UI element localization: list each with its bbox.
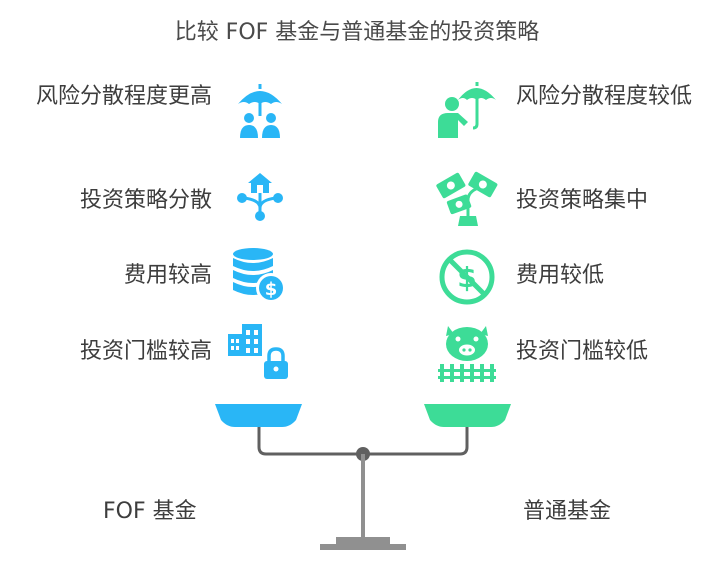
right-item-2: 投资策略集中 <box>516 188 649 213</box>
building-lock-icon <box>228 324 288 379</box>
right-fund-name: 普通基金 <box>523 499 612 524</box>
left-item-3: 费用较高 <box>123 263 212 288</box>
pig-fence-icon <box>438 326 496 382</box>
svg-text:$: $ <box>265 279 278 300</box>
umbrella-family-icon <box>238 84 282 138</box>
left-fund-name: FOF 基金 <box>103 499 197 524</box>
branching-home-icon <box>237 173 283 221</box>
diagram-title: 比较 FOF 基金与普通基金的投资策略 <box>174 20 540 45</box>
scale-base <box>320 544 406 550</box>
left-item-4: 投资门槛较高 <box>79 339 212 364</box>
left-item-2: 投资策略分散 <box>79 188 212 213</box>
right-item-1: 风险分散程度较低 <box>516 84 693 109</box>
umbrella-person-icon <box>438 82 496 138</box>
no-dollar-icon: $ <box>439 249 495 305</box>
right-item-3: 费用较低 <box>516 263 605 288</box>
right-item-4: 投资门槛较低 <box>516 339 649 364</box>
money-plant-icon <box>436 171 498 226</box>
coin-stack-dollar-icon: $ <box>233 248 286 303</box>
svg-text:$: $ <box>457 261 476 294</box>
right-pan <box>424 404 511 427</box>
scale-base-top <box>336 537 390 544</box>
scale-post <box>361 454 365 542</box>
left-item-1: 风险分散程度更高 <box>35 84 212 109</box>
left-pan <box>215 404 302 427</box>
